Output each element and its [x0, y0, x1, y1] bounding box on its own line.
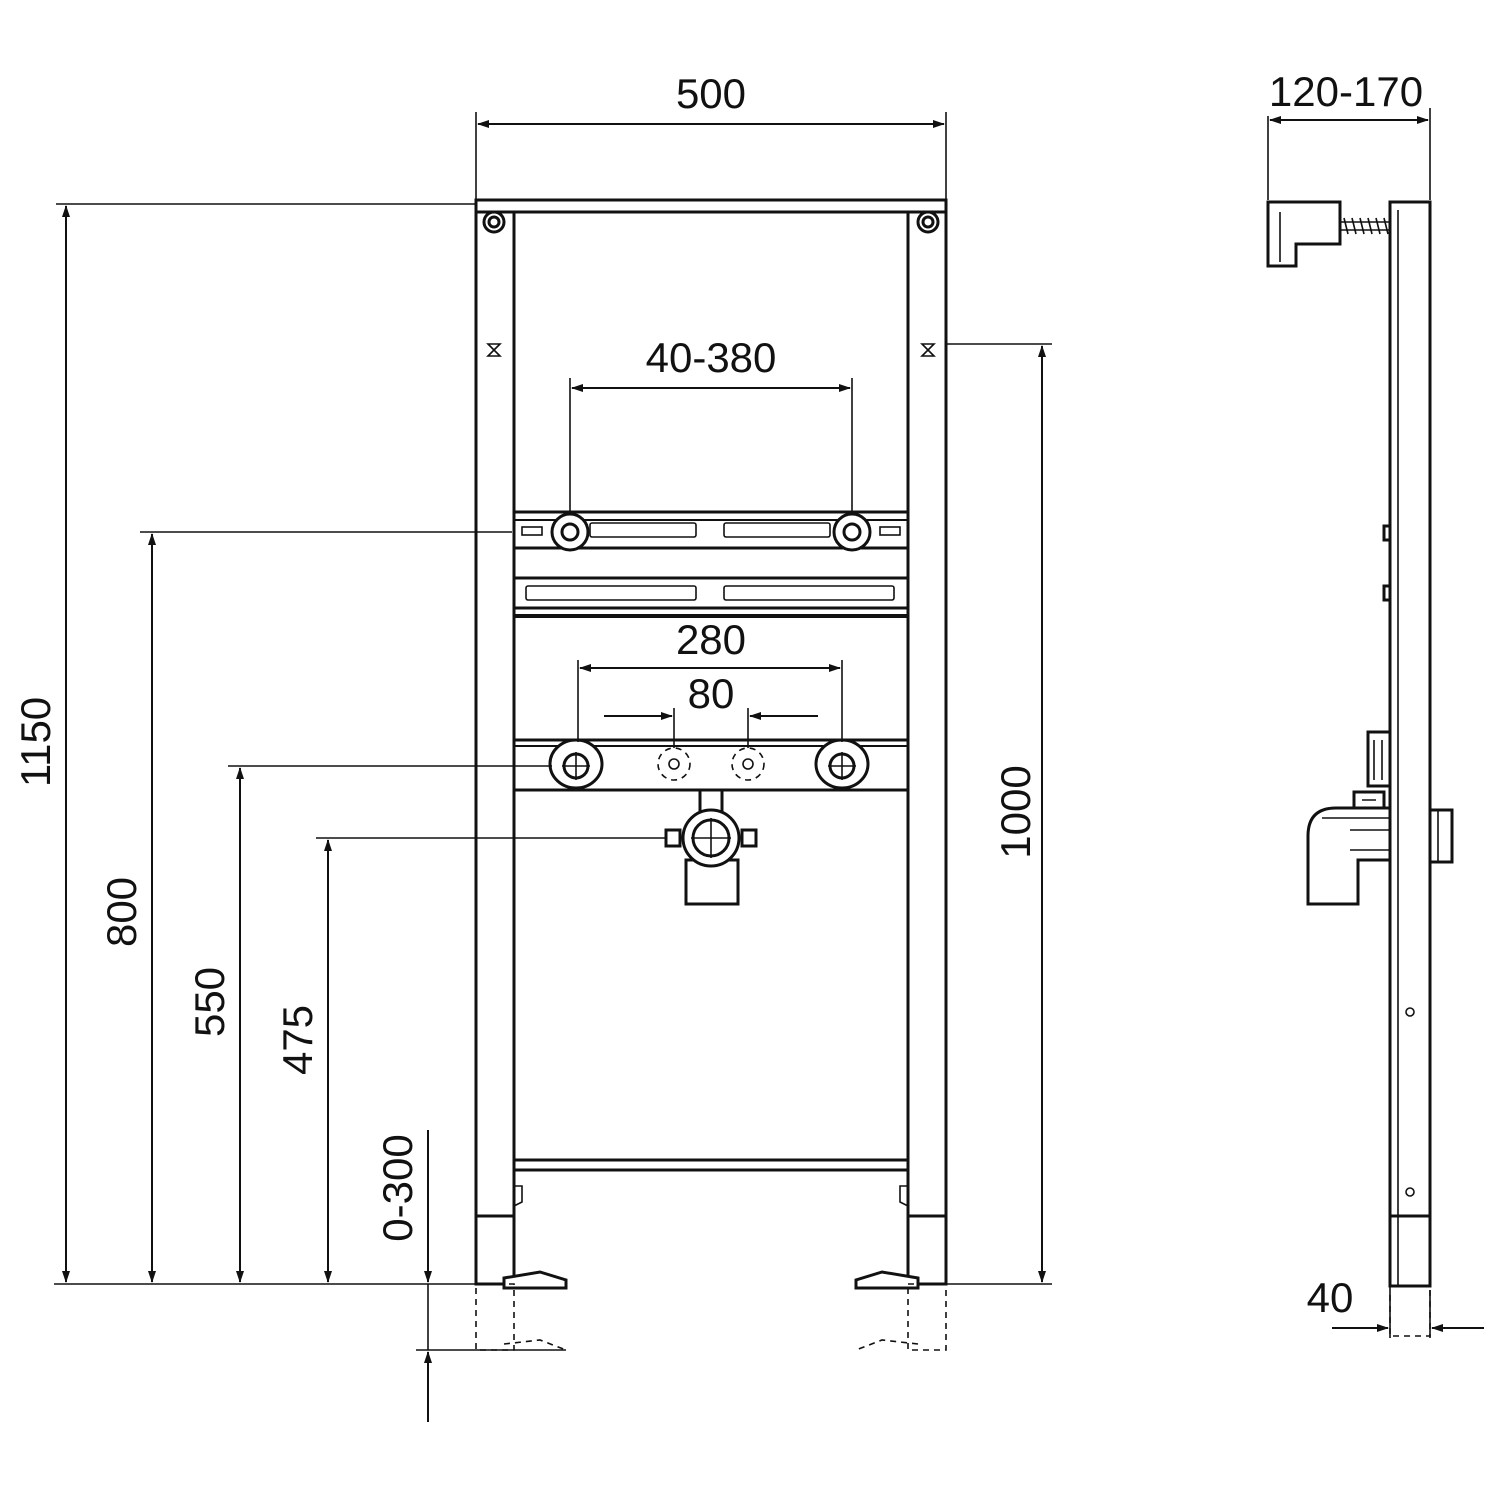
- foot-left: [475, 1185, 568, 1351]
- dim-valve-spacing-label: 280: [676, 616, 746, 663]
- dim-frame-height-label: 1000: [992, 765, 1039, 858]
- side-rear-clip: [1428, 808, 1454, 864]
- dim-foot-adjust: 0-300: [374, 1130, 566, 1422]
- frame-left-post: [474, 202, 516, 1286]
- drain-connector: [664, 788, 758, 906]
- dim-drain-height-label: 475: [274, 1005, 321, 1075]
- side-post: [1388, 200, 1432, 1337]
- level-mark-left: [486, 343, 502, 357]
- side-drain-elbow: [1306, 790, 1392, 906]
- tap-hole-pattern-right: [731, 747, 765, 781]
- side-view: 120-170 40: [1266, 68, 1484, 1338]
- dim-profile-depth-label: 40: [1307, 1274, 1354, 1321]
- dim-total-height: 1150: [12, 203, 476, 1285]
- corner-screw-right: [916, 210, 940, 234]
- dim-depth: 120-170: [1267, 68, 1431, 200]
- corner-screw-left: [482, 210, 506, 234]
- second-mounting-rail: [512, 576, 910, 618]
- side-valve-block: [1366, 730, 1392, 788]
- tap-hole-pattern-left: [657, 747, 691, 781]
- dim-frame-height: 1000: [946, 343, 1052, 1285]
- wall-connector-left: [550, 512, 590, 552]
- dim-foot-adjust-label: 0-300: [374, 1134, 421, 1241]
- dim-width-label: 500: [676, 70, 746, 117]
- wall-bracket: [1266, 200, 1390, 268]
- frame-top-rail: [474, 198, 948, 214]
- frame-right-post: [906, 202, 948, 1286]
- dim-profile-depth: 40: [1307, 1274, 1484, 1338]
- wall-connector-right: [832, 512, 872, 552]
- dim-outlet-height: 800: [98, 531, 512, 1283]
- foot-right: [854, 1185, 947, 1351]
- dim-center-spacing: 80: [604, 670, 818, 748]
- side-fixing-2: [1382, 584, 1392, 602]
- angle-valve-left: [548, 738, 604, 790]
- dim-valve-height: 550: [186, 765, 552, 1283]
- dim-depth-label: 120-170: [1269, 68, 1423, 115]
- dim-width: 500: [475, 70, 947, 200]
- front-view: 500 1150 40-380 800 280: [12, 70, 1052, 1422]
- dim-outlet-spacing-label: 40-380: [646, 334, 777, 381]
- level-mark-right: [920, 343, 936, 357]
- dim-outlet-spacing: 40-380: [569, 334, 853, 514]
- dim-drain-height: 475: [274, 837, 666, 1283]
- side-fixing-1: [1382, 524, 1392, 542]
- dim-valve-height-label: 550: [186, 967, 233, 1037]
- dim-center-spacing-label: 80: [688, 670, 735, 717]
- frame-bottom-rail: [512, 1158, 910, 1172]
- dim-outlet-height-label: 800: [98, 877, 145, 947]
- dim-valve-spacing: 280: [577, 616, 843, 742]
- dim-total-height-label: 1150: [12, 697, 59, 787]
- angle-valve-right: [814, 738, 870, 790]
